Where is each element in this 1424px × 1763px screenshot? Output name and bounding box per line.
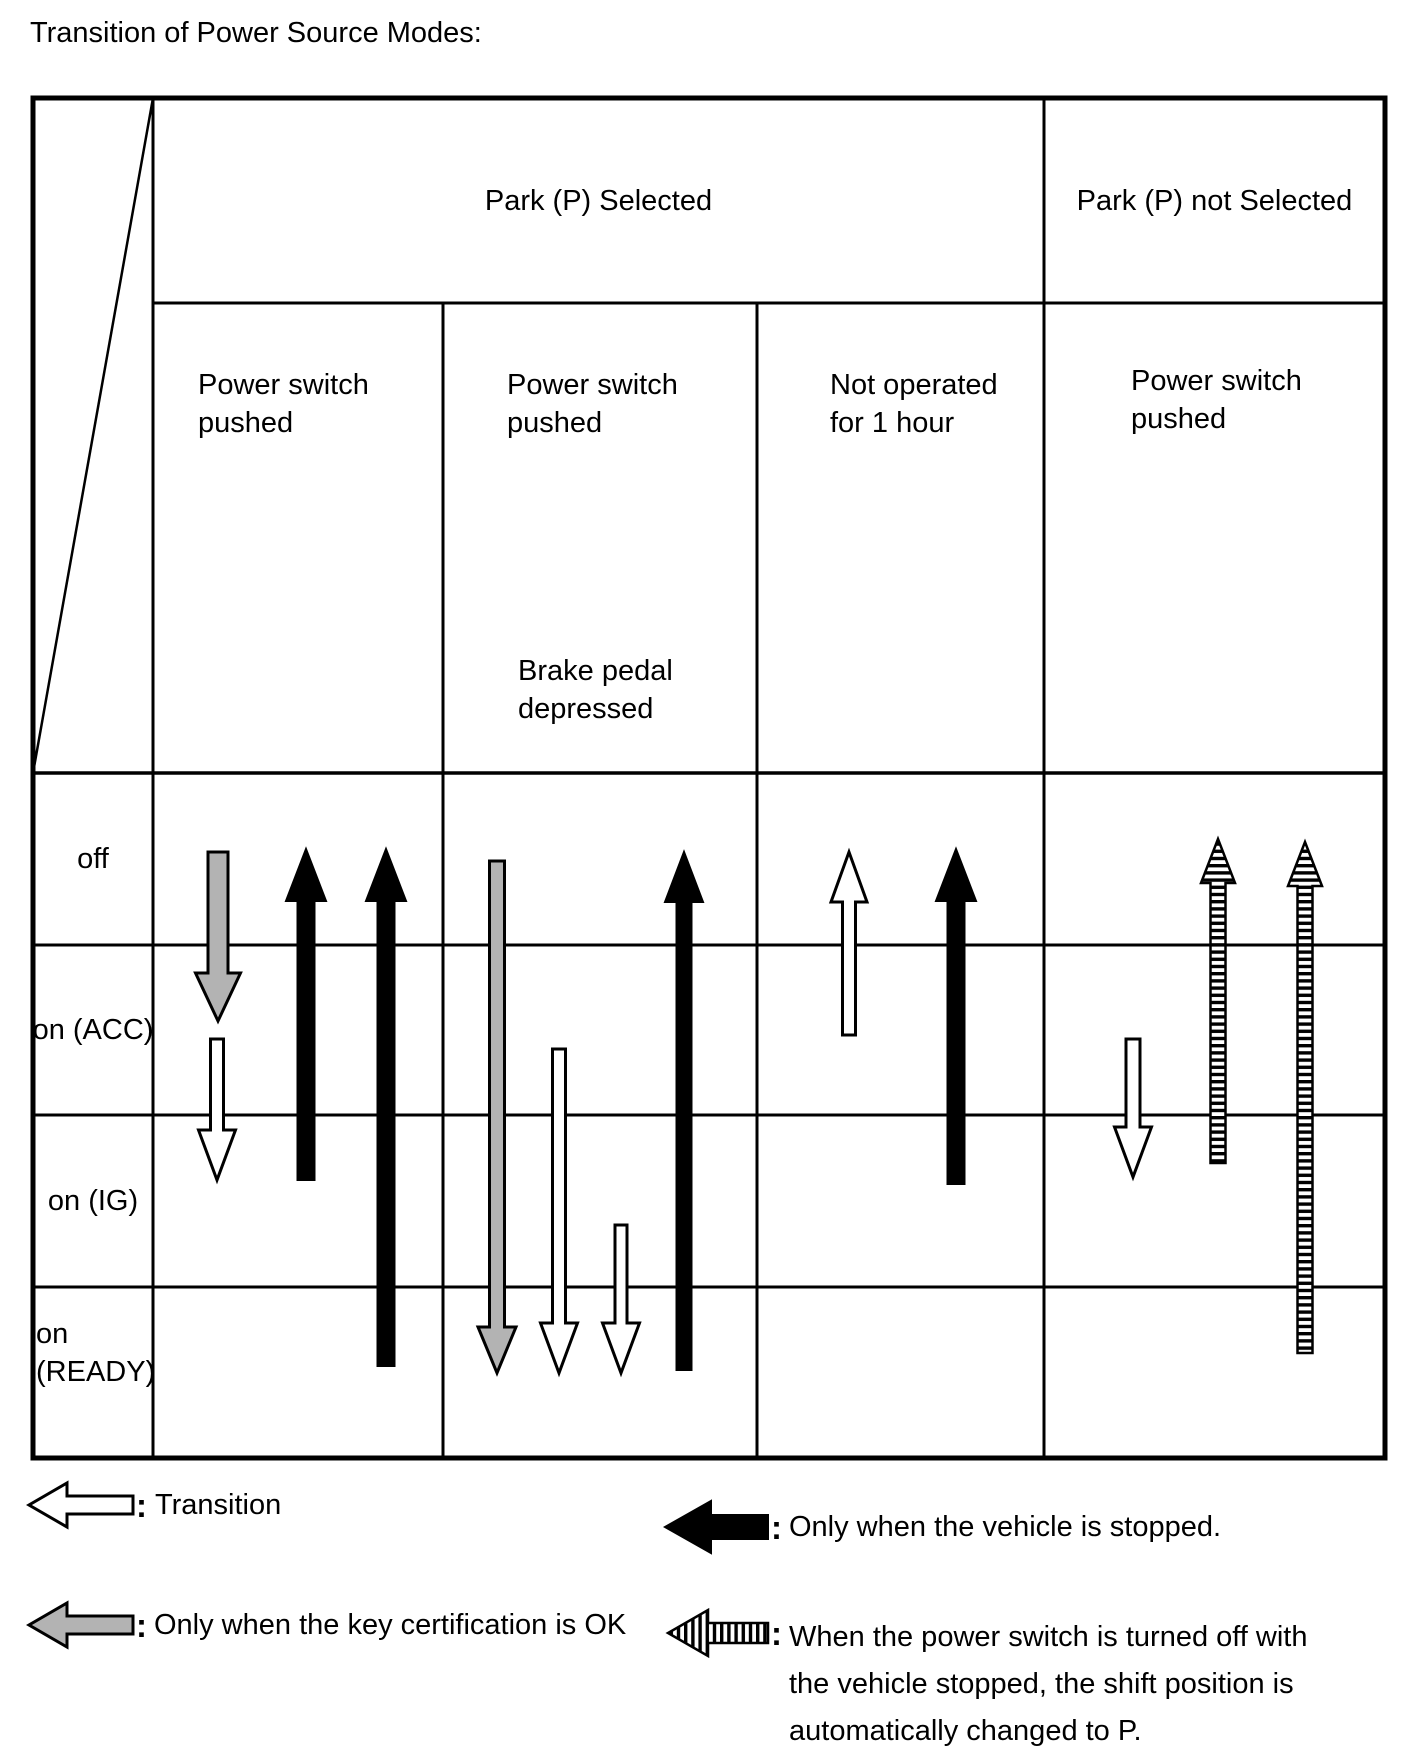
legend-vehicle-stopped-arrow <box>662 1499 769 1555</box>
header-trigger-col4-line2: pushed <box>1131 403 1227 435</box>
p-selected-push-acc-to-ig-arrow <box>196 1037 238 1185</box>
p-selected-push-ig-to-off-arrow <box>284 846 328 1181</box>
header-trigger-col1-line1: Power switch <box>198 369 369 401</box>
p-selected-push-ready-to-off-arrow <box>364 846 408 1367</box>
p-selected-brake-off-to-ready-arrow <box>475 859 519 1377</box>
header-trigger-col1: Power switch pushed <box>198 366 369 442</box>
transition-arrows-layer <box>26 835 1324 1659</box>
p-selected-brake-ig-to-ready-arrow <box>600 1223 642 1378</box>
mode-label-off: off <box>77 843 109 875</box>
legend-key-certification-colon: : <box>136 1607 147 1644</box>
table-grid <box>30 95 1388 1461</box>
header-trigger-col4-line1: Power switch <box>1131 365 1302 397</box>
header-trigger-col2-line1: Power switch <box>507 369 678 401</box>
legend-vehicle-stopped-colon: : <box>771 1509 782 1546</box>
legend-transition-colon: : <box>136 1487 147 1524</box>
header-trigger-col2-brake-line2: depressed <box>518 693 654 725</box>
p-not-selected-push-acc-to-ig-arrow <box>1112 1037 1154 1182</box>
p-selected-brake-ready-to-off-arrow <box>663 849 705 1371</box>
header-trigger-col3-line1: Not operated <box>830 369 998 401</box>
mode-label-on-ready: on (READY) <box>36 1315 155 1391</box>
legend-transition-label: Transition <box>155 1489 282 1521</box>
legend-vehicle-stopped-label: Only when the vehicle is stopped. <box>789 1511 1222 1543</box>
legend-transition-arrow <box>26 1480 135 1530</box>
not-operated-ig-to-off-arrow <box>934 846 978 1185</box>
mode-label-on-ready-line1: on <box>36 1318 69 1350</box>
header-trigger-col2-line2: pushed <box>507 407 603 439</box>
header-trigger-col2-brake-line1: Brake pedal <box>518 655 673 687</box>
legend-auto-shift-label: When the power switch is turned off with… <box>789 1614 1308 1755</box>
legend-auto-shift-line3: automatically changed to P. <box>789 1715 1142 1747</box>
mode-label-on-acc: on (ACC) <box>32 1014 154 1046</box>
header-trigger-col3-line2: for 1 hour <box>830 407 955 439</box>
header-park-not-selected: Park (P) not Selected <box>1076 184 1353 217</box>
p-not-selected-push-ig-to-off-arrow <box>1199 835 1237 1165</box>
page-title: Transition of Power Source Modes: <box>30 17 482 49</box>
mode-label-on-ready-line2: (READY) <box>36 1356 156 1388</box>
header-diagonal-line <box>31 97 155 774</box>
header-trigger-col4: Power switch pushed <box>1131 362 1302 438</box>
header-trigger-col3: Not operated for 1 hour <box>830 366 998 442</box>
legend-auto-shift-to-p-arrow <box>665 1607 770 1659</box>
p-not-selected-push-ready-to-off-arrow <box>1286 838 1324 1355</box>
p-selected-push-off-to-acc-arrow <box>193 850 243 1025</box>
legend-auto-shift-line1: When the power switch is turned off with <box>789 1621 1308 1653</box>
p-selected-brake-acc-to-ready-arrow <box>538 1047 580 1378</box>
legend-auto-shift-colon: : <box>771 1615 782 1652</box>
header-trigger-col2-brake: Brake pedal depressed <box>518 652 673 728</box>
not-operated-acc-to-off-arrow <box>828 847 870 1037</box>
legend-auto-shift-line2: the vehicle stopped, the shift position … <box>789 1668 1294 1700</box>
header-trigger-col1-line2: pushed <box>198 407 294 439</box>
legend-key-certification-arrow <box>26 1600 135 1650</box>
table-outer-border <box>30 95 1388 1461</box>
legend-key-certification-label: Only when the key certification is OK <box>154 1609 627 1641</box>
header-park-selected: Park (P) Selected <box>484 184 713 217</box>
header-trigger-col2: Power switch pushed <box>507 366 678 442</box>
mode-label-on-ig: on (IG) <box>47 1185 139 1217</box>
